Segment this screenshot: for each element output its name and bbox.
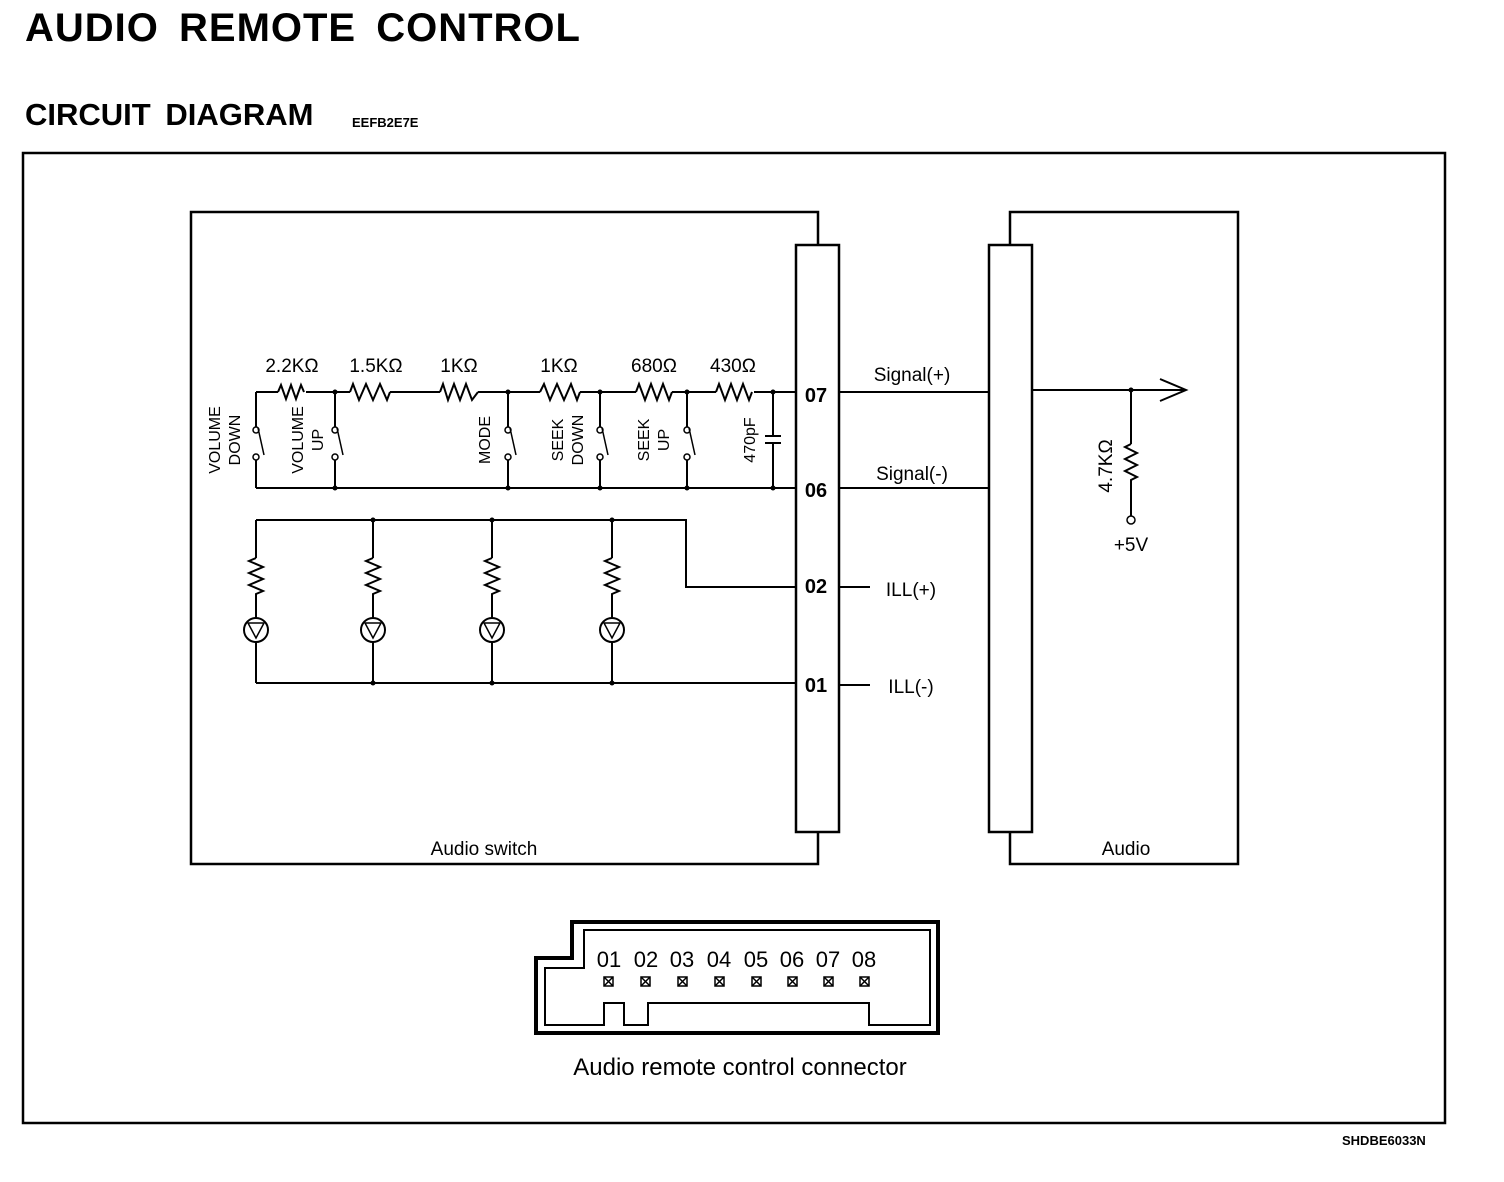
connector-pin-01: 01 <box>597 947 621 972</box>
audio-unit-terminal-strip <box>987 243 1034 834</box>
connector-pin-07: 07 <box>816 947 840 972</box>
audio-resistor-label: 4.7KΩ <box>1096 439 1117 492</box>
switch-label-seek-down-1: SEEK <box>550 418 567 461</box>
illumination-branch-3 <box>479 520 505 683</box>
illumination-network <box>256 517 796 686</box>
connector-pin-02: 02 <box>634 947 658 972</box>
page-title: AUDIO REMOTE CONTROL <box>25 6 581 50</box>
switch-label-volume-up-1: VOLUME <box>290 406 307 474</box>
switch-label-volume-down-2: DOWN <box>227 415 244 466</box>
switch-seek-down <box>596 392 609 488</box>
switch-volume-down <box>252 392 265 488</box>
supply-voltage-label: +5V <box>1114 535 1149 556</box>
signal-plus-label: Signal(+) <box>874 365 951 386</box>
switch-label-mode: MODE <box>477 416 494 464</box>
connector-pin-06: 06 <box>780 947 804 972</box>
resistor-label-6: 430Ω <box>710 356 756 377</box>
capacitor-label: 470pF <box>742 417 759 463</box>
switch-label-seek-up-2: UP <box>656 429 673 451</box>
pin-01: 01 <box>805 675 827 697</box>
pin-07: 07 <box>805 385 827 407</box>
switch-volume-up <box>331 392 344 488</box>
switch-mode <box>504 392 517 488</box>
pin-06: 06 <box>805 480 827 502</box>
audio-switch-terminal-strip <box>794 243 841 834</box>
connector-pin-04: 04 <box>707 947 731 972</box>
connector-pin-03: 03 <box>670 947 694 972</box>
connector-label: Audio remote control connector <box>573 1054 907 1081</box>
section-title: CIRCUIT DIAGRAM <box>25 97 314 132</box>
illumination-branch-2 <box>360 520 386 683</box>
switch-label-volume-up-2: UP <box>310 429 327 451</box>
connector-pins: 01 02 03 04 05 06 07 08 <box>597 947 876 987</box>
switch-label-seek-up-1: SEEK <box>636 418 653 461</box>
connector-pin-08: 08 <box>852 947 876 972</box>
illumination-branch-4 <box>599 520 625 683</box>
interconnect-wires <box>839 391 989 686</box>
audio-switch-label: Audio switch <box>431 839 538 860</box>
connector-shape <box>534 920 940 1035</box>
resistor-label-2: 1.5KΩ <box>349 356 402 377</box>
document-code: EEFB2E7E <box>352 115 419 130</box>
ill-plus-label: ILL(+) <box>886 580 936 601</box>
resistor-label-5: 680Ω <box>631 356 677 377</box>
resistor-label-3: 1KΩ <box>440 356 477 377</box>
resistor-label-1: 2.2KΩ <box>265 356 318 377</box>
resistor-ladder <box>256 380 796 491</box>
audio-unit-label: Audio <box>1102 839 1151 860</box>
connector-pin-05: 05 <box>744 947 768 972</box>
signal-minus-label: Signal(-) <box>876 464 948 485</box>
diagram-frame <box>21 151 1447 1125</box>
pin-02: 02 <box>805 576 827 598</box>
switch-label-seek-down-2: DOWN <box>570 415 587 466</box>
audio-switch-box <box>189 210 820 866</box>
switch-label-volume-down-1: VOLUME <box>207 406 224 474</box>
ill-minus-label: ILL(-) <box>888 677 933 698</box>
resistor-label-4: 1KΩ <box>540 356 577 377</box>
audio-unit-box <box>1008 210 1240 866</box>
capacitor-470pf <box>765 392 781 488</box>
figure-id: SHDBE6033N <box>1342 1133 1426 1148</box>
illumination-branch-1 <box>243 520 269 683</box>
switch-seek-up <box>683 392 696 488</box>
audio-input-circuit <box>1032 378 1189 525</box>
